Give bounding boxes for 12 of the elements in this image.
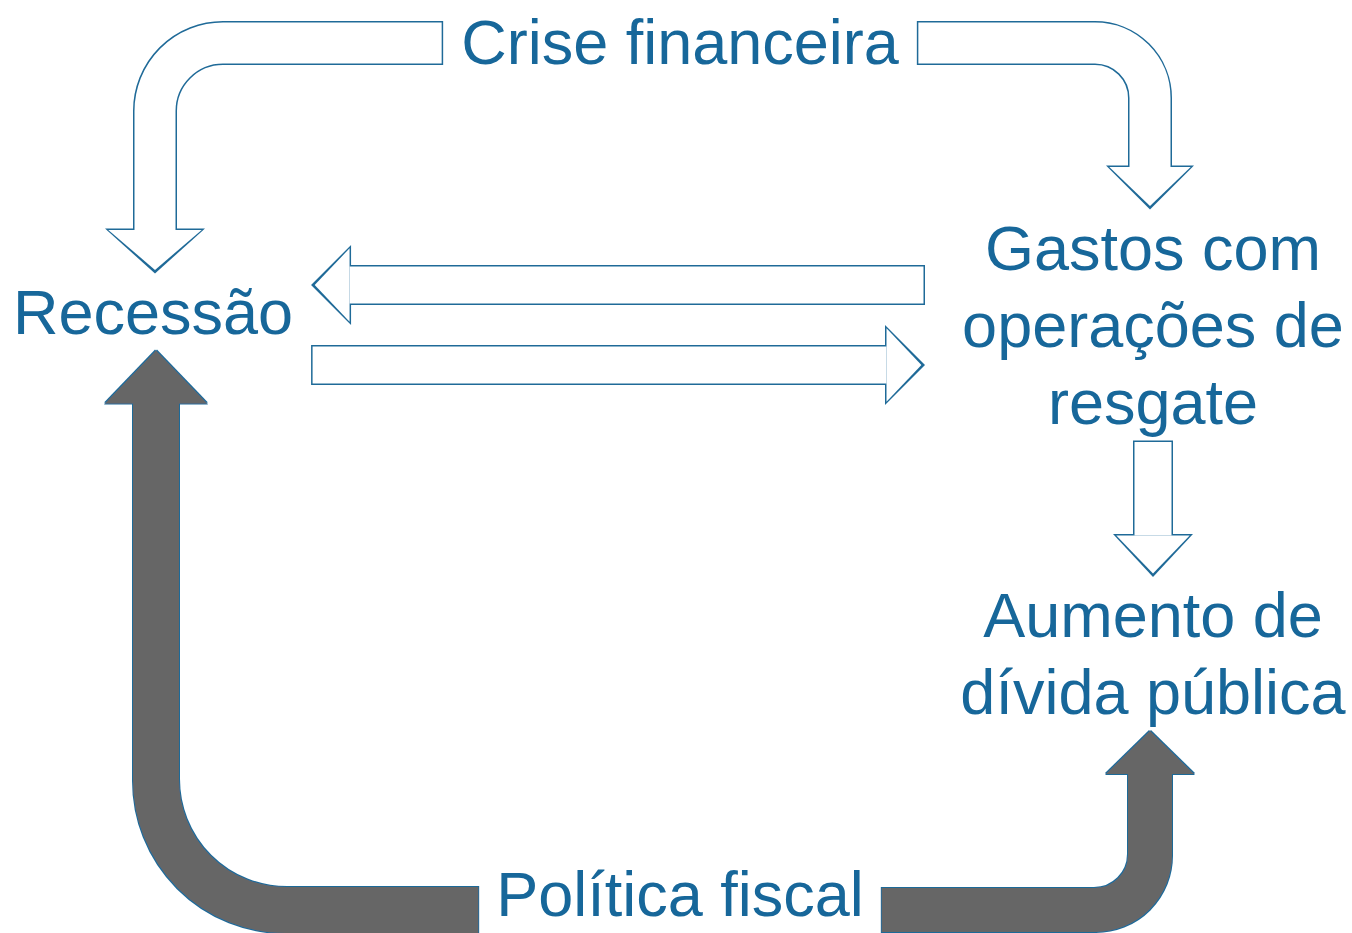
node-label: Gastos com operações de resgate bbox=[961, 211, 1345, 439]
block-arrow bbox=[1113, 440, 1193, 577]
node-label: Política fiscal bbox=[496, 857, 864, 931]
block-arrow bbox=[105, 21, 444, 274]
block-arrow bbox=[311, 245, 925, 325]
block-arrow bbox=[105, 350, 479, 933]
node-label: Aumento de dívida pública bbox=[959, 579, 1347, 729]
block-arrow bbox=[881, 731, 1194, 932]
block-arrow bbox=[311, 325, 925, 405]
node-label: Crise financeira bbox=[461, 5, 899, 79]
block-arrow bbox=[916, 21, 1194, 210]
node-label: Recessão bbox=[12, 275, 294, 349]
